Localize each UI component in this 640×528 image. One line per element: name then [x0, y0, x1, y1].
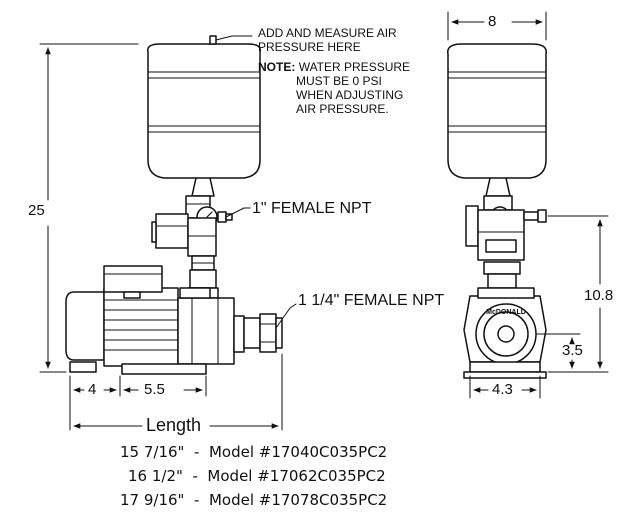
model-number: Model #17078C035PC2 — [208, 491, 388, 509]
tank-width-label: 8 — [488, 13, 497, 30]
brand-mark: McDONALD — [486, 309, 526, 316]
water-pressure-note: NOTE: WATER PRESSURE MUST BE 0 PSI WHEN … — [258, 60, 410, 116]
terminal-box — [103, 265, 163, 293]
height-dimension-side — [39, 43, 139, 373]
base-left-label: 4 — [88, 381, 97, 398]
pressure-switch — [155, 213, 189, 249]
base-dimensions-side — [69, 353, 283, 431]
note-line3: WHEN ADJUSTING — [296, 88, 404, 102]
control-assembly-side — [151, 195, 233, 299]
air-valve — [209, 35, 217, 45]
pressure-tank-end — [447, 43, 547, 197]
outlet-height-label: 10.8 — [584, 287, 614, 304]
base-width-label: 4.3 — [492, 381, 513, 398]
note-line4: AIR PRESSURE. — [296, 102, 389, 116]
air-note: ADD AND MEASURE AIR PRESSURE HERE — [258, 26, 397, 54]
model-row: 17 9/16" - Model #17078C035PC2 — [120, 488, 387, 512]
note-line2: MUST BE 0 PSI — [296, 74, 382, 88]
overall-height-label: 25 — [28, 202, 45, 219]
model-list: 15 7/16" - Model #17040C035PC2 16 1/2" -… — [120, 440, 387, 512]
model-sep: - — [194, 443, 200, 461]
model-row: 16 1/2" - Model #17062C035PC2 — [120, 464, 387, 488]
base-spacing-label: 5.5 — [144, 381, 165, 398]
suction-union — [243, 317, 261, 349]
base-side — [69, 361, 207, 375]
end-view-dimensions — [447, 11, 609, 399]
note-label: NOTE: — [258, 60, 296, 74]
leader-lines — [215, 35, 297, 329]
note-line1: WATER PRESSURE — [298, 60, 411, 74]
discharge-label: 1" FEMALE NPT — [252, 200, 372, 217]
inlet-height-label: 3.5 — [562, 342, 583, 359]
model-length: 17 9/16" — [120, 491, 185, 509]
model-number: Model #17040C035PC2 — [208, 443, 388, 461]
model-number: Model #17062C035PC2 — [207, 467, 386, 485]
suction-label: 1 1/4" FEMALE NPT — [298, 292, 445, 309]
pressure-tank-side — [147, 35, 261, 197]
motor-side — [65, 265, 179, 367]
model-row: 15 7/16" - Model #17040C035PC2 — [120, 440, 387, 464]
air-note-line1: ADD AND MEASURE AIR — [258, 26, 397, 40]
pump-head-side — [177, 287, 283, 365]
pump-body-end — [463, 287, 547, 379]
length-label: Length — [146, 415, 202, 435]
air-note-line2: PRESSURE HERE — [258, 40, 361, 54]
model-sep: - — [194, 491, 200, 509]
model-sep: - — [192, 467, 198, 485]
model-length: 16 1/2" — [128, 467, 183, 485]
control-assembly-end — [465, 195, 547, 289]
model-length: 15 7/16" — [120, 443, 185, 461]
